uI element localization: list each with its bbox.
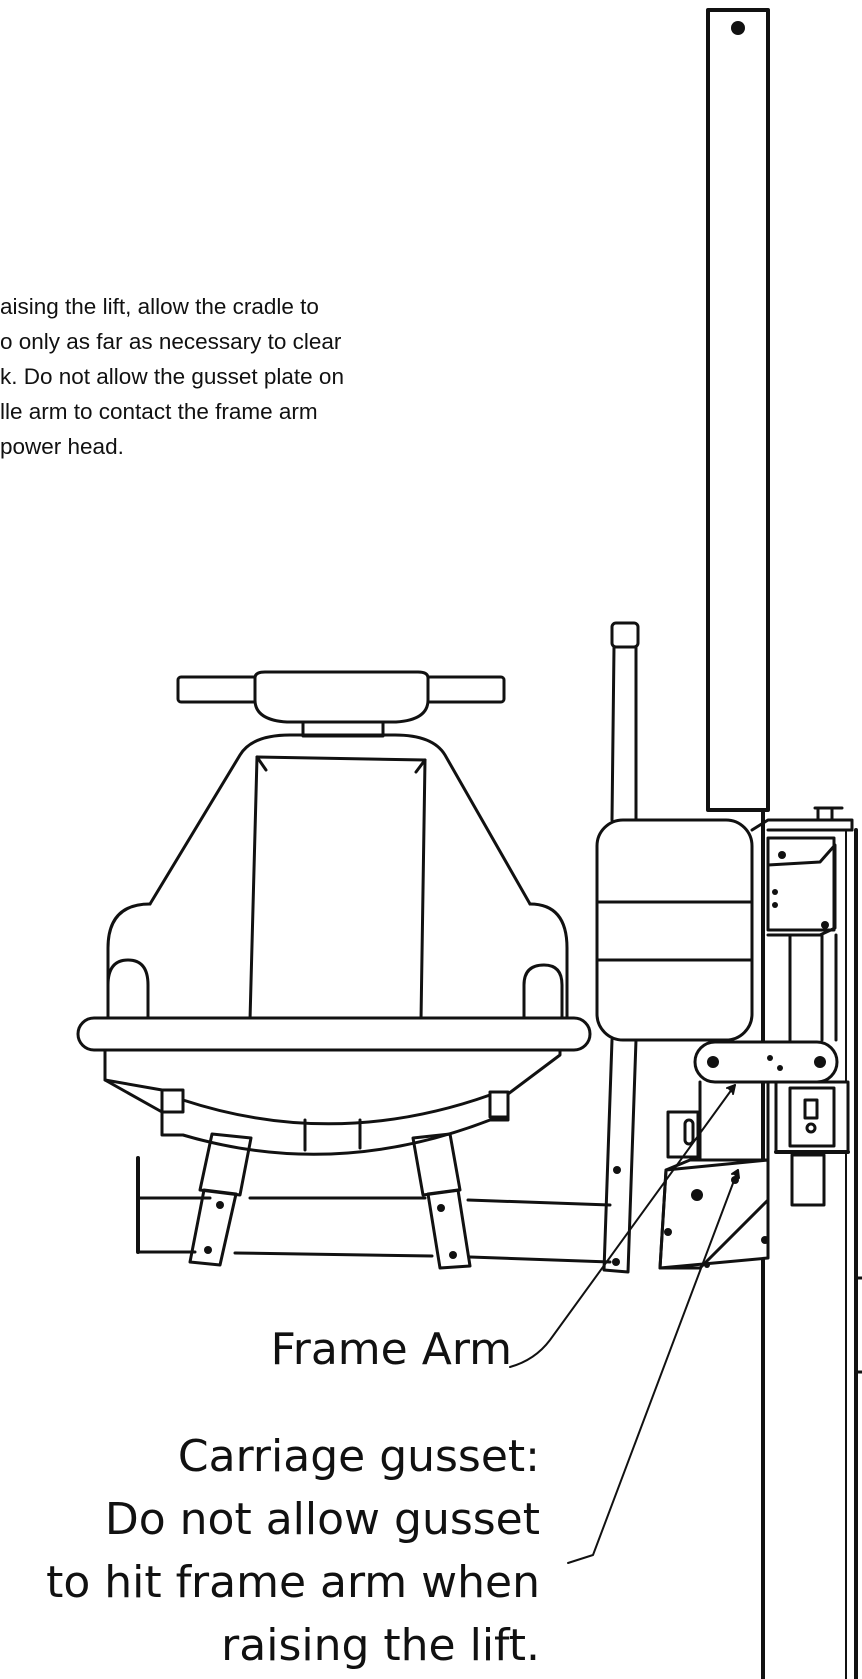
- note-line: o only as far as necessary to clear: [0, 329, 342, 354]
- callout-line: Frame Arm: [270, 1324, 512, 1375]
- frame-arm-label: Frame Arm: [271, 1318, 512, 1381]
- frame-arm: [138, 1158, 610, 1262]
- mast: [708, 10, 862, 1679]
- callout-line: Carriage gusset:: [177, 1431, 540, 1482]
- note-line: power head.: [0, 434, 124, 459]
- callout-line: to hit frame arm when: [46, 1557, 540, 1608]
- post: [604, 623, 638, 1272]
- note-line: lle arm to contact the frame arm: [0, 399, 318, 424]
- power-head: [597, 820, 752, 1040]
- seat: [78, 672, 590, 1268]
- carriage-gusset-label: Carriage gusset: Do not allow gusset to …: [46, 1425, 540, 1677]
- callout-line: Do not allow gusset: [104, 1494, 540, 1545]
- note-line: k. Do not allow the gusset plate on: [0, 364, 344, 389]
- leader-frame-arm: [510, 1085, 735, 1367]
- note-line: aising the lift, allow the cradle to: [0, 294, 319, 319]
- callout-line: raising the lift.: [221, 1620, 540, 1671]
- leader-carriage-gusset: [568, 1170, 739, 1563]
- instruction-note: aising the lift, allow the cradle to o o…: [0, 289, 470, 464]
